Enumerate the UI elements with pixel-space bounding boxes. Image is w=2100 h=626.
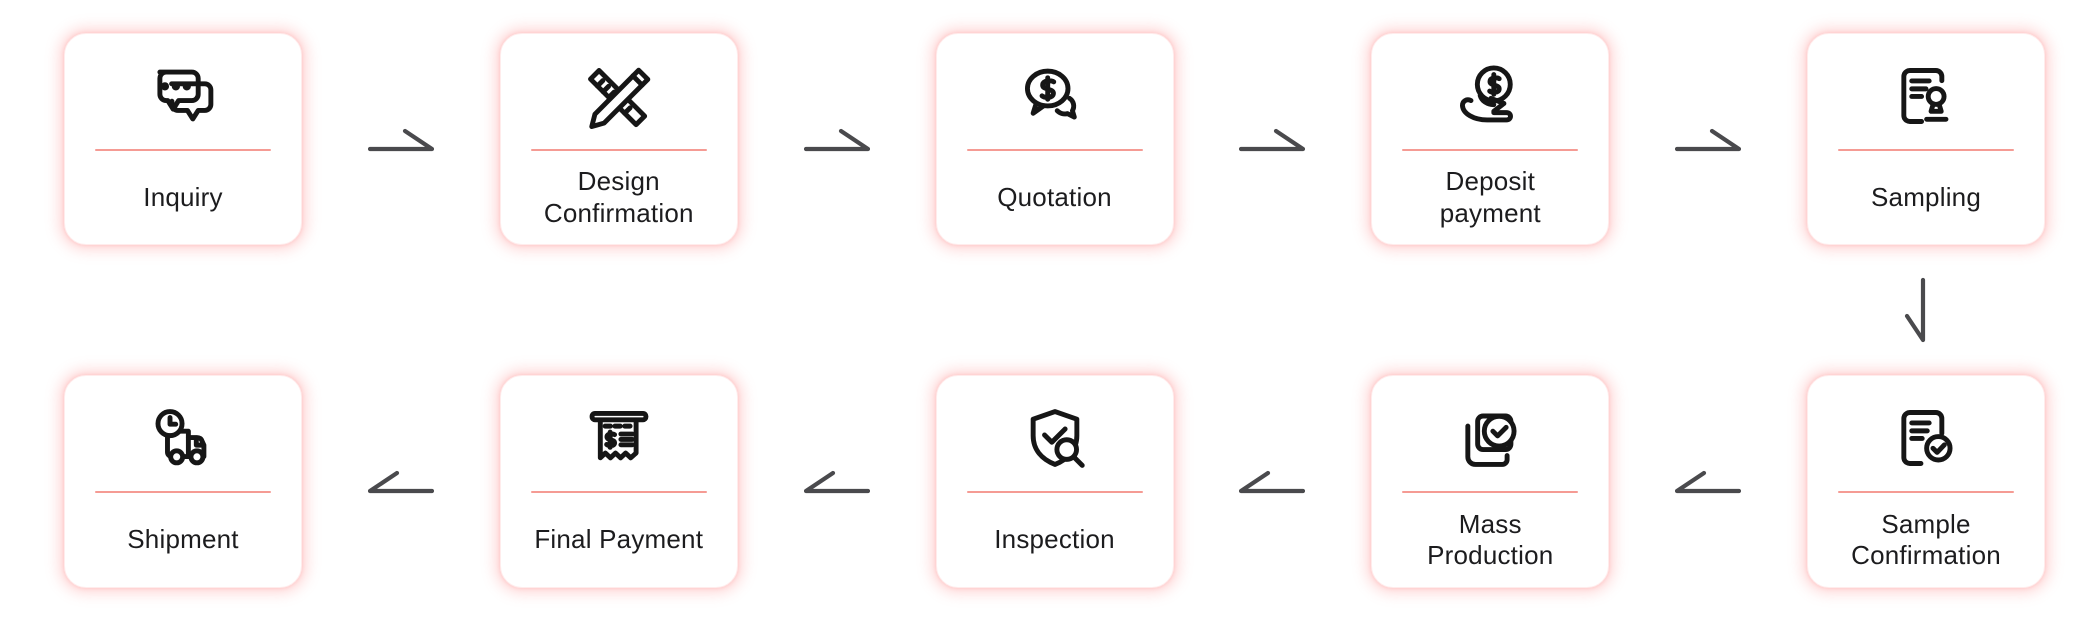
step-card-deposit-payment: Deposit payment <box>1371 33 1610 245</box>
chat-bubbles-icon <box>145 62 221 136</box>
step-label: Sample Confirmation <box>1851 508 2001 570</box>
card-divider <box>1838 149 2014 151</box>
flow-row-bottom: Shipment Final Payment <box>64 375 2045 588</box>
card-divider <box>966 491 1143 493</box>
step-card-sample-confirmation: Sample Confirmation <box>1807 375 2045 588</box>
card-divider <box>530 149 707 151</box>
down-arrow-icon <box>1904 277 1926 343</box>
step-label: Quotation <box>997 181 1112 212</box>
step-label: Design Confirmation <box>543 166 694 228</box>
document-stamp-icon <box>1888 62 1964 136</box>
right-arrow-icon <box>803 128 870 152</box>
step-label: Inquiry <box>143 181 223 212</box>
card-divider <box>1402 149 1579 151</box>
card-divider <box>95 149 271 151</box>
step-card-inspection: Inspection <box>935 375 1174 588</box>
left-arrow-icon <box>367 470 434 494</box>
card-divider <box>966 149 1143 151</box>
step-card-final-payment: Final Payment <box>499 375 738 588</box>
step-card-design-confirmation: Design Confirmation <box>499 33 738 245</box>
hand-coin-icon <box>1452 62 1528 136</box>
right-arrow-icon <box>367 128 434 152</box>
step-label: Sampling <box>1871 181 1981 212</box>
flow-arrow-left <box>302 375 500 588</box>
document-check-icon <box>1888 404 1964 478</box>
card-divider <box>530 491 707 493</box>
pencil-ruler-icon <box>581 62 657 136</box>
card-divider <box>1838 491 2014 493</box>
right-arrow-icon <box>1239 128 1306 152</box>
step-card-quotation: Quotation <box>935 33 1174 245</box>
right-arrow-icon <box>1675 128 1742 152</box>
flow-row-top: Inquiry Design Confirmation <box>64 33 2045 245</box>
step-card-mass-production: Mass Production <box>1371 375 1610 588</box>
left-arrow-icon <box>1239 470 1306 494</box>
step-label: Shipment <box>127 524 239 555</box>
step-label: Final Payment <box>534 524 704 555</box>
flow-arrow-left <box>738 375 936 588</box>
step-label: Mass Production <box>1427 508 1554 570</box>
flow-arrow-down <box>1903 277 1929 348</box>
flow-arrow-right <box>738 33 936 245</box>
step-label: Inspection <box>994 524 1115 555</box>
left-arrow-icon <box>803 470 870 494</box>
flow-arrow-right <box>302 33 500 245</box>
stacked-sheets-check-icon <box>1452 404 1528 478</box>
step-card-shipment: Shipment <box>64 375 302 588</box>
flow-arrow-left <box>1609 375 1807 588</box>
receipt-icon <box>581 404 657 478</box>
step-label: Deposit payment <box>1439 166 1541 228</box>
flow-arrow-right <box>1174 33 1372 245</box>
step-card-inquiry: Inquiry <box>64 33 302 245</box>
truck-clock-icon <box>145 404 221 478</box>
shield-check-search-icon <box>1017 404 1093 478</box>
flow-arrow-left <box>1174 375 1372 588</box>
card-divider <box>95 491 271 493</box>
step-card-sampling: Sampling <box>1807 33 2045 245</box>
dollar-chat-icon <box>1017 62 1093 136</box>
flow-arrow-right <box>1609 33 1807 245</box>
card-divider <box>1402 491 1579 493</box>
left-arrow-icon <box>1675 470 1742 494</box>
